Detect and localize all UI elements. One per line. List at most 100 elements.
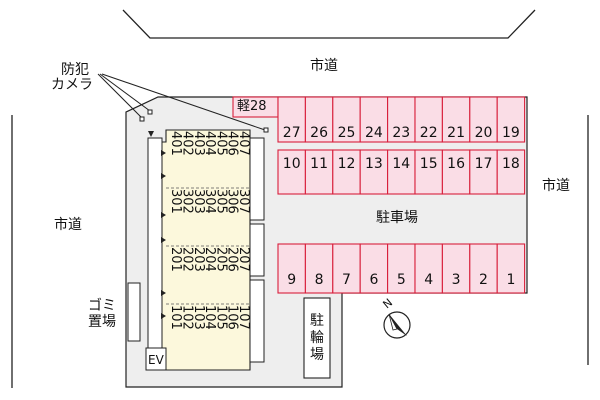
- unit-number: 305: [213, 189, 228, 214]
- camera-marker: [147, 109, 153, 115]
- road-edge-top: [122, 9, 536, 39]
- parking-space: [387, 149, 416, 195]
- parking-space-number: 12: [338, 156, 356, 172]
- unit-number: 104: [202, 305, 217, 330]
- parking-space-number: 3: [452, 272, 461, 288]
- parking-space-number: 9: [287, 272, 296, 288]
- road-label-right: 市道: [542, 178, 570, 194]
- door-marker: [161, 212, 166, 218]
- entrance-arrow: [148, 131, 154, 137]
- unit-number: 405: [213, 131, 228, 156]
- unit-number: 406: [225, 131, 240, 156]
- door-marker: [161, 290, 166, 296]
- unit-number: 202: [179, 247, 194, 272]
- parking-space: [359, 96, 389, 143]
- unit-number: 205: [213, 247, 228, 272]
- unit-number: 103: [191, 305, 206, 330]
- parking-space: [496, 243, 526, 294]
- unit-number: 203: [191, 247, 206, 272]
- unit-number: 102: [179, 305, 194, 330]
- parking-space-number: 4: [424, 272, 433, 288]
- unit-number: 206: [225, 247, 240, 272]
- parking-space: [414, 243, 443, 294]
- parking-space-number: 15: [420, 156, 438, 172]
- parking-space-number: 16: [447, 156, 465, 172]
- parking-space-number: 17: [475, 156, 493, 172]
- unit-number: 304: [202, 189, 217, 214]
- parking-space-number: 10: [283, 156, 301, 172]
- parking-space-number: 2: [479, 272, 488, 288]
- parking-space: [304, 96, 334, 143]
- road-label-top: 市道: [310, 58, 338, 74]
- balcony: [249, 279, 265, 363]
- parking-space-number: 5: [397, 272, 406, 288]
- parking-space-number: 26: [310, 125, 328, 141]
- camera-label: 防犯 カメラ: [51, 62, 93, 93]
- unit-number: 407: [236, 131, 251, 156]
- elevator-box: [145, 347, 167, 371]
- parking-space: [469, 243, 498, 294]
- parking-space-number: 1: [506, 272, 515, 288]
- unit-number: 204: [202, 247, 217, 272]
- unit-number: 301: [168, 189, 183, 214]
- camera-leader-line: [101, 73, 266, 131]
- parking-space-number: 7: [342, 272, 351, 288]
- unit-number: 207: [236, 247, 251, 272]
- parking-space-number: 6: [369, 272, 378, 288]
- unit-number: 302: [179, 189, 194, 214]
- parking-space-number: 8: [315, 272, 324, 288]
- parking-space: [277, 243, 306, 294]
- kei-parking-label: 軽28: [237, 99, 267, 114]
- parking-space-number: 18: [502, 156, 520, 172]
- parking-space: [304, 243, 334, 294]
- stair-strip: [147, 137, 163, 349]
- camera-leader-line: [97, 73, 143, 119]
- unit-number: 307: [236, 189, 251, 214]
- road-label-left: 市道: [54, 217, 82, 233]
- camera-marker: [139, 116, 145, 122]
- parking-space: [441, 149, 471, 195]
- parking-space: [277, 96, 306, 143]
- unit-number: 404: [202, 131, 217, 156]
- balcony: [249, 223, 265, 277]
- unit-number: 107: [236, 305, 251, 330]
- unit-number: 402: [179, 131, 194, 156]
- bicycle-parking-label: 駐輪場: [310, 313, 324, 363]
- parking-space: [387, 243, 416, 294]
- garbage-label-line: ゴミ: [88, 298, 116, 314]
- parking-space: [414, 149, 443, 195]
- door-marker: [161, 150, 166, 156]
- garbage-area-box: [127, 282, 141, 342]
- camera-label-line: カメラ: [51, 77, 93, 93]
- unit-number: 105: [213, 305, 228, 330]
- parking-space: [469, 149, 498, 195]
- parking-space-number: 11: [310, 156, 328, 172]
- parking-space: [469, 96, 498, 143]
- elevator-label: EV: [148, 353, 164, 367]
- door-marker: [161, 173, 166, 179]
- unit-number: 106: [225, 305, 240, 330]
- unit-number: 306: [225, 189, 240, 214]
- parking-space-number: 25: [338, 125, 356, 141]
- camera-marker: [263, 127, 269, 133]
- parking-space-number: 24: [365, 125, 383, 141]
- compass-icon: [383, 311, 411, 339]
- parking-space: [277, 149, 306, 195]
- parking-space-number: 27: [283, 125, 301, 141]
- parking-label: 駐車場: [376, 210, 418, 226]
- bicycle-parking-box: [303, 297, 331, 379]
- parking-space: [496, 149, 526, 195]
- camera-label-line: 防犯: [61, 62, 89, 78]
- parking-space: [441, 243, 471, 294]
- parking-space-number: 21: [447, 125, 465, 141]
- parking-space: [441, 96, 471, 143]
- unit-number: 101: [168, 305, 183, 330]
- parking-space-number: 19: [502, 125, 520, 141]
- unit-number: 401: [168, 131, 183, 156]
- parking-space: [387, 96, 416, 143]
- door-marker: [161, 313, 166, 319]
- garbage-label: ゴミ 置場: [88, 298, 116, 330]
- door-marker: [161, 237, 166, 243]
- parking-space: [359, 149, 389, 195]
